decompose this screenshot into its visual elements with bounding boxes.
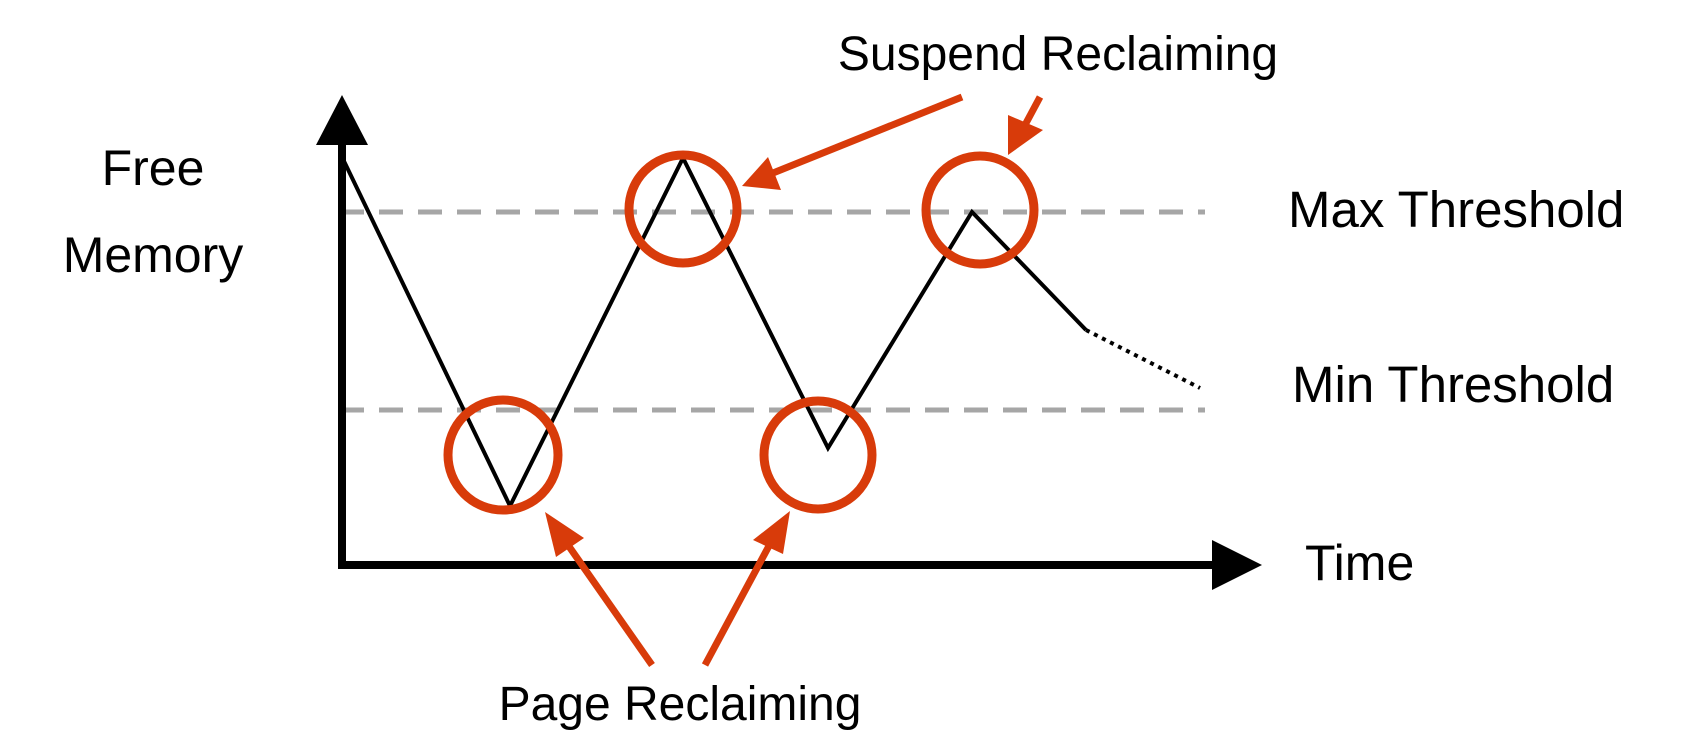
y-axis-label-line1: Free xyxy=(102,140,205,196)
page-arrow-1 xyxy=(545,512,655,668)
page-reclaiming-circle-1 xyxy=(443,395,563,515)
max-threshold-label: Max Threshold xyxy=(1288,181,1624,238)
arrow-up-icon xyxy=(316,95,368,145)
y-axis-label-line2: Memory xyxy=(63,227,244,283)
arrow-right-icon xyxy=(1212,540,1262,590)
suspend-arrow-2 xyxy=(1008,95,1044,155)
page-arrow-2 xyxy=(701,511,790,667)
free-memory-curve-projection xyxy=(1085,328,1201,390)
suspend-reclaiming-label: Suspend Reclaiming xyxy=(838,28,1278,81)
free-memory-curve xyxy=(340,153,1088,511)
suspend-reclaiming-circle-2 xyxy=(921,151,1039,269)
min-threshold-label: Min Threshold xyxy=(1292,356,1614,413)
page-reclaiming-circle-2 xyxy=(759,396,877,514)
x-axis-label: Time xyxy=(1305,535,1414,591)
suspend-reclaiming-circle-1 xyxy=(624,150,742,268)
page-reclaiming-label: Page Reclaiming xyxy=(499,678,862,731)
suspend-arrow-1 xyxy=(742,93,964,190)
